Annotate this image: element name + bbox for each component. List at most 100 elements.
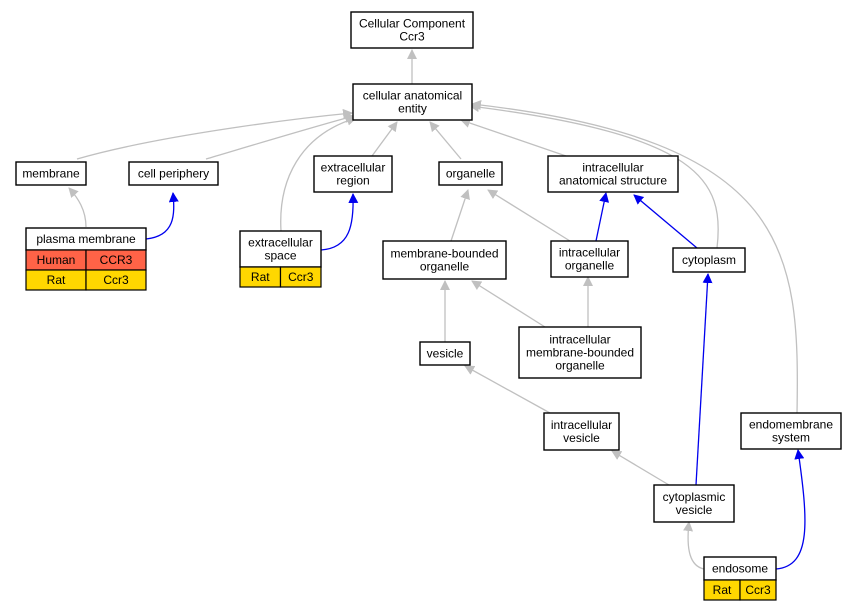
annotation-gene-cell: Ccr3: [279, 266, 322, 288]
annotation-species-cell: Rat: [25, 269, 87, 291]
svg-text:Human: Human: [37, 253, 76, 267]
node-label: cellular anatomical: [363, 89, 462, 103]
node-label: intracellular: [551, 418, 612, 432]
node-box: [350, 11, 474, 49]
node-label: cell periphery: [138, 167, 209, 181]
node-label: vesicle: [427, 347, 464, 361]
node-label: membrane: [22, 167, 80, 181]
node-label: membrane-bounded: [390, 247, 498, 261]
edge-imbo-mbo: [471, 280, 546, 328]
node-vesicle[interactable]: vesicle: [419, 341, 471, 366]
edge-mbo-organelle: [450, 189, 470, 242]
node-label: intracellular: [582, 161, 643, 175]
node-cytoplasm[interactable]: cytoplasm: [672, 247, 746, 273]
node-box: [740, 412, 842, 450]
svg-text:Rat: Rat: [47, 273, 66, 287]
node-label: Cellular Component: [359, 17, 466, 31]
edge-cv-cytoplasm: [695, 273, 713, 486]
annotation-gene-cell: CCR3: [85, 249, 147, 271]
node-box: [518, 326, 642, 379]
node-box: [313, 155, 393, 193]
node-label: vesicle: [676, 503, 713, 517]
edge-plasmamembrane-cellperiphery: [145, 192, 179, 240]
edge-membrane-cae: [76, 108, 353, 160]
edge-endosome-cv: [683, 521, 705, 570]
edge-cellperiphery-cae: [205, 113, 355, 160]
node-label: plasma membrane: [36, 232, 136, 246]
node-label: cytoplasmic: [663, 490, 726, 504]
svg-text:Ccr3: Ccr3: [745, 583, 771, 597]
node-box: [382, 240, 507, 280]
node-label: intracellular: [549, 333, 610, 347]
node-label: region: [336, 174, 369, 188]
edge-plasmamembrane-membrane: [68, 187, 87, 228]
node-label: vesicle: [563, 431, 600, 445]
svg-text:CCR3: CCR3: [100, 253, 133, 267]
node-label: system: [772, 431, 810, 445]
node-label: membrane-bounded: [526, 346, 634, 360]
node-box: [547, 155, 679, 193]
node-label: organelle: [555, 359, 605, 373]
node-box: [438, 161, 503, 186]
edge-extracellularspace-cae: [280, 115, 357, 232]
node-label: Ccr3: [399, 30, 425, 44]
svg-text:Rat: Rat: [713, 583, 732, 597]
node-label: extracellular: [321, 161, 386, 175]
node-label: space: [264, 249, 296, 263]
node-box: [239, 230, 322, 268]
edge-ias-cae: [460, 118, 567, 157]
annotation-species-cell: Human: [25, 249, 87, 271]
edge-cytoplasm-ias: [633, 194, 698, 249]
edge-cv-iv: [611, 450, 670, 486]
edge-io-ias: [595, 192, 610, 242]
node-box: [543, 412, 620, 451]
node-label: endomembrane: [749, 418, 833, 432]
annotation-species-cell: Rat: [703, 579, 741, 601]
node-label: organelle: [420, 260, 470, 274]
node-label: endosome: [712, 562, 768, 576]
node-membrane[interactable]: membrane: [15, 161, 87, 186]
node-label: cytoplasm: [682, 253, 736, 267]
edge-iv-vesicle: [464, 365, 551, 414]
annotation-species-cell: Rat: [239, 266, 282, 288]
node-label: entity: [398, 102, 427, 116]
node-label: intracellular: [559, 246, 620, 260]
node-label: extracellular: [248, 236, 313, 250]
node-organelle[interactable]: organelle: [438, 161, 503, 186]
node-box: [128, 161, 219, 186]
node-box: [352, 83, 473, 121]
edge-endosome-endomembrane: [775, 449, 806, 570]
node-box: [672, 247, 746, 273]
node-box: [653, 484, 735, 523]
edges: [68, 49, 806, 570]
svg-text:Ccr3: Ccr3: [103, 273, 129, 287]
node-cellperiphery[interactable]: cell periphery: [128, 161, 219, 186]
svg-text:Rat: Rat: [251, 270, 270, 284]
svg-text:Ccr3: Ccr3: [288, 270, 314, 284]
node-label: organelle: [446, 167, 496, 181]
edge-extracellularregion-cae: [371, 121, 398, 157]
edge-cytoplasm-cae: [469, 102, 719, 249]
annotation-gene-cell: Ccr3: [85, 269, 147, 291]
edge-extracellularspace-extracellularregion: [320, 193, 359, 251]
edge-endomembrane-cae: [471, 100, 798, 414]
edge-organelle-cae: [429, 121, 462, 160]
node-label: organelle: [565, 259, 615, 273]
node-label: anatomical structure: [559, 174, 667, 188]
node-box: [550, 240, 629, 278]
annotation-gene-cell: Ccr3: [739, 579, 777, 601]
